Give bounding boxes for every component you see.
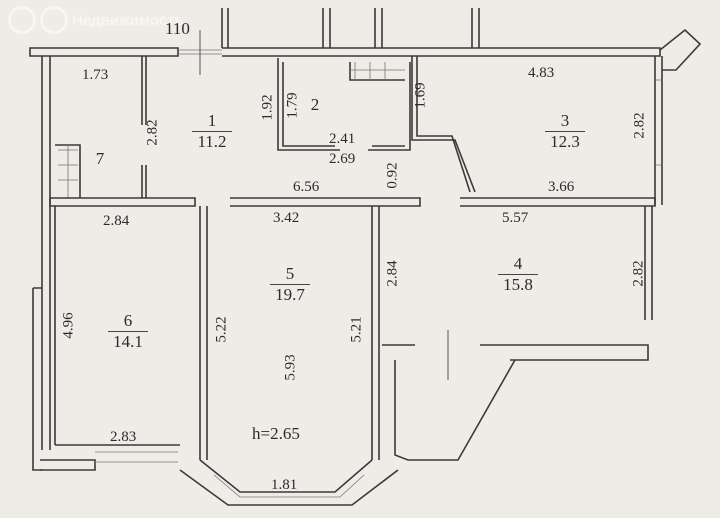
ceiling-height-label: h=2.65 [252, 424, 300, 443]
dim-r3-left: 1.69 [412, 82, 429, 109]
room-number: 6 [123, 311, 133, 330]
dim-r5-center: 5.93 [282, 354, 299, 381]
dim-r4-top: 5.57 [502, 210, 529, 226]
room-7-label: 7 [88, 149, 112, 169]
room-3-label: 3 12.3 [545, 111, 585, 152]
dim-r4-left: 2.84 [384, 260, 401, 287]
dim-r5-left: 5.22 [213, 316, 230, 343]
dim-corridor-width: 0.92 [384, 162, 401, 189]
dim-r6-top: 2.84 [103, 213, 130, 229]
top-marker-label: 110 [165, 19, 190, 38]
room-area: 11.2 [192, 130, 232, 152]
dim-r2-left: 1.79 [284, 92, 301, 119]
dim-r2-bottom-outer: 2.69 [329, 151, 356, 167]
room-4-label: 4 15.8 [498, 254, 538, 295]
dim-r3-bottom: 3.66 [548, 179, 575, 195]
room-area: 15.8 [498, 273, 538, 295]
dim-r5-right: 5.21 [348, 316, 365, 343]
watermark-text: Недвижимость [72, 11, 184, 29]
dim-r5-bottom: 1.81 [271, 477, 298, 493]
dim-r5-top: 3.42 [273, 210, 300, 226]
room-number: 3 [560, 111, 570, 130]
room-area: 19.7 [270, 283, 310, 305]
room-number: 5 [285, 264, 295, 283]
watermark: Недвижимость [8, 6, 184, 34]
watermark-logo-icon [8, 6, 36, 34]
dim-corridor-length: 6.56 [293, 179, 320, 195]
room-number: 4 [513, 254, 523, 273]
dim-r1-right: 1.92 [259, 94, 276, 121]
room-5-label: 5 19.7 [270, 264, 310, 305]
room-number: 7 [95, 149, 105, 168]
room-2-label: 2 [300, 95, 330, 115]
dim-r7-top: 1.73 [82, 67, 109, 83]
room-area: 14.1 [108, 330, 148, 352]
dim-r6-bottom: 2.83 [110, 429, 137, 445]
room-6-label: 6 14.1 [108, 311, 148, 352]
dim-r7-side: 2.82 [144, 119, 161, 146]
dim-r3-top: 4.83 [528, 65, 555, 81]
room-area: 12.3 [545, 130, 585, 152]
dim-r4-right: 2.82 [630, 260, 647, 287]
room-number: 2 [310, 95, 320, 114]
dim-r3-right: 2.82 [631, 112, 648, 139]
room-number: 1 [207, 111, 217, 130]
watermark-logo-icon [40, 6, 68, 34]
dim-r6-left: 4.96 [60, 312, 77, 339]
room-1-label: 1 11.2 [192, 111, 232, 152]
dim-r2-bottom-inner: 2.41 [329, 131, 356, 147]
